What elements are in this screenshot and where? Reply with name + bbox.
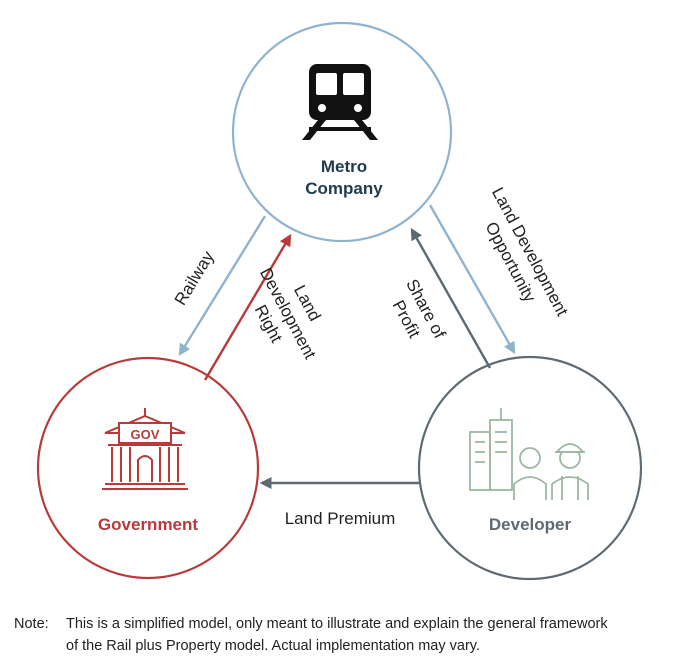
land-development-right-label: Land Development Right [237, 254, 340, 372]
land-development-opportunity-label: Land Development Opportunity [469, 184, 572, 329]
metro-company-circle [233, 23, 451, 241]
gov-badge: GOV [131, 427, 160, 442]
developer-label: Developer [489, 515, 572, 534]
train-icon [302, 64, 378, 140]
note-line1: This is a simplified model, only meant t… [66, 616, 608, 632]
note-line2: of the Rail plus Property model. Actual … [14, 635, 674, 657]
rail-plus-property-diagram: Metro Company GOV Government [0, 0, 680, 600]
footnote: Note:This is a simplified model, only me… [14, 613, 674, 657]
note-label: Note: [14, 613, 66, 635]
metro-company-label-line2: Company [305, 179, 383, 198]
railway-label: Railway [171, 247, 218, 308]
land-premium-label: Land Premium [285, 509, 396, 528]
share-of-profit-label: Share of Profit [383, 276, 450, 352]
metro-company-label-line1: Metro [321, 157, 367, 176]
government-circle [38, 358, 258, 578]
government-label: Government [98, 515, 198, 534]
